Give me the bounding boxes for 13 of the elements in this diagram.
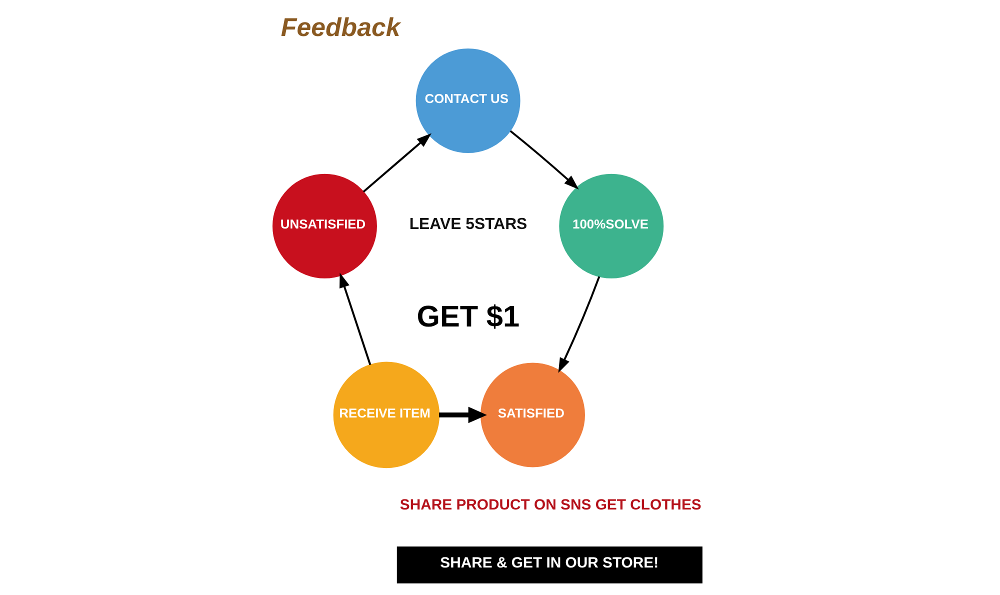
label: LEAVE 5STARS — [409, 216, 528, 233]
arrow — [510, 130, 579, 190]
node-circle: UNSATISFIED — [272, 174, 377, 278]
arrow — [362, 133, 432, 192]
arrow — [340, 272, 372, 366]
label: SHARE PRODUCT ON SNS GET CLOTHES — [400, 496, 702, 514]
arrow — [558, 276, 600, 373]
node-box: SHARE & GET IN OUR STORE! — [396, 546, 702, 584]
node-circle: SATISFIED — [480, 362, 585, 468]
label: GET $1 — [416, 300, 520, 334]
arrow — [439, 406, 487, 424]
node-circle: RECEIVE ITEM — [333, 362, 440, 468]
diagram-title: Feedback — [280, 14, 400, 42]
